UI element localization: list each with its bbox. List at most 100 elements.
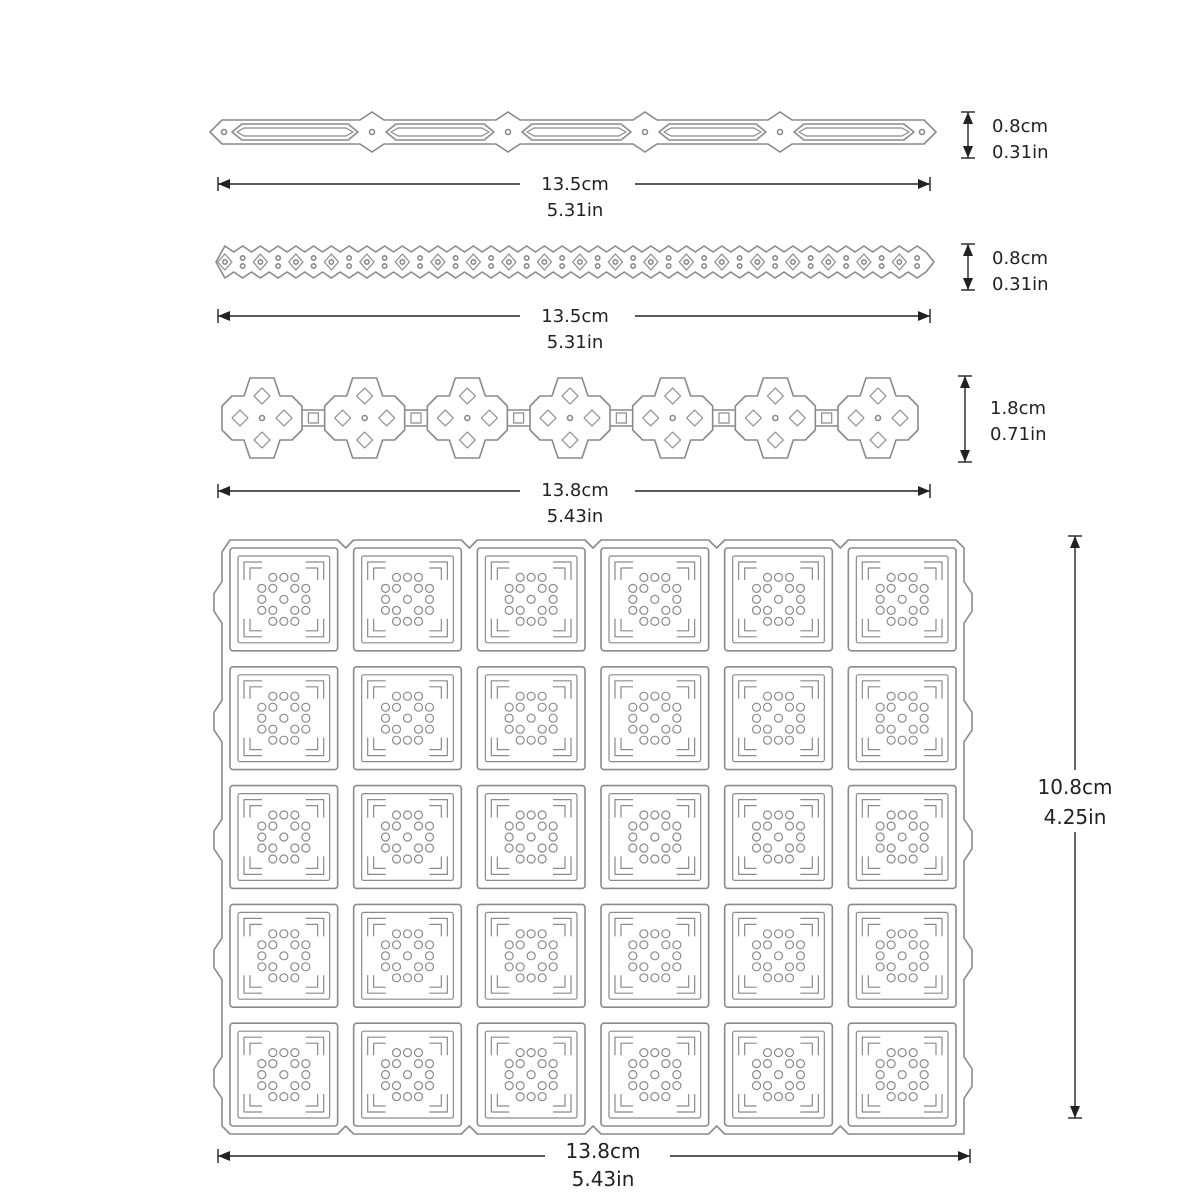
- tile-dot: [402, 973, 413, 983]
- tile-corner-bracket: [861, 975, 881, 994]
- strip2-dot: [346, 262, 353, 269]
- tile-dot: [897, 735, 907, 745]
- strip3-center: [772, 414, 779, 422]
- tile-dot: [661, 572, 671, 583]
- tile-dot: [257, 1080, 267, 1091]
- tile-dot: [886, 1080, 896, 1091]
- tile-frame: [229, 547, 339, 652]
- tile-dot: [391, 929, 402, 939]
- tile-dot: [661, 605, 671, 616]
- tile-inner-frame: [361, 1030, 454, 1119]
- strip3-petal: [539, 409, 557, 427]
- tile-corner-bracket-inner: [800, 923, 813, 937]
- tile-dot: [391, 854, 402, 864]
- tile-dot: [504, 724, 514, 734]
- tile-corner-bracket: [490, 799, 510, 818]
- tile-center-dot: [526, 951, 536, 961]
- tile-dot: [515, 821, 525, 831]
- tile-corner-bracket: [800, 561, 819, 580]
- tile-corner-bracket: [429, 856, 448, 875]
- tile-corner-bracket-inner: [553, 975, 566, 988]
- tile-dot: [628, 605, 638, 616]
- tile-corner-bracket: [429, 917, 448, 937]
- tile-corner-bracket: [553, 1036, 572, 1056]
- tile-inner-frame: [237, 674, 331, 763]
- tile-dot: [639, 702, 649, 712]
- tile-corner-bracket-inner: [620, 567, 633, 580]
- tile-dot: [548, 583, 558, 594]
- tile-dot: [504, 1069, 514, 1080]
- tile-center-dot: [279, 713, 289, 723]
- strip1-window: [231, 123, 359, 141]
- strip3-height-arrow-head: [960, 376, 970, 388]
- tile-dot: [795, 940, 806, 950]
- tile-corner-bracket: [738, 1094, 757, 1113]
- strip1-window-inner: [798, 127, 910, 137]
- tile-inner-frame: [855, 792, 949, 881]
- tile-inner-frame: [608, 792, 702, 881]
- tile-dot: [784, 1091, 795, 1102]
- tile-corner-bracket-inner: [620, 1042, 633, 1056]
- tile-corner-bracket: [614, 856, 633, 875]
- strip2-diamond: [252, 253, 269, 271]
- tile-dot: [762, 605, 773, 616]
- tile-dot: [413, 940, 424, 950]
- tile-corner-bracket: [800, 737, 819, 757]
- tile-corner-bracket: [429, 618, 448, 638]
- tile-dot: [301, 713, 311, 723]
- tile-corner-bracket-inner: [924, 686, 937, 699]
- tile-corner-bracket: [367, 1094, 386, 1113]
- strip2-diamond: [394, 253, 411, 271]
- tile-dot: [886, 724, 896, 734]
- tile-corner-bracket: [614, 917, 633, 937]
- tile-dot: [886, 616, 896, 627]
- tile-corner-bracket: [800, 799, 819, 818]
- tile-corner-bracket-inner: [373, 856, 386, 869]
- tile-dot: [537, 810, 547, 820]
- strip2-height-cm: 0.8cm: [992, 248, 1049, 269]
- panel-tile: [723, 784, 834, 890]
- panel-tile: [723, 547, 834, 652]
- tile-corner-bracket-inner: [553, 1094, 566, 1107]
- tile-dot: [268, 724, 278, 734]
- tile-dot: [908, 691, 918, 701]
- tile-inner-frame: [732, 792, 825, 881]
- tile-frame: [723, 903, 834, 1009]
- tile-corner-bracket-inner: [924, 737, 937, 751]
- tile-inner-frame: [237, 792, 331, 881]
- tile-dot: [661, 810, 671, 820]
- strip3-center: [258, 414, 266, 422]
- tile-dot: [380, 962, 391, 972]
- tile-dot: [897, 810, 907, 820]
- tile-dot: [773, 810, 784, 820]
- tile-center-dot: [897, 713, 907, 723]
- tile-dot: [886, 1091, 896, 1102]
- tile-dot: [886, 843, 896, 853]
- tile-dot: [672, 594, 682, 605]
- tile-dot: [672, 821, 682, 831]
- tile-dot: [875, 583, 885, 594]
- tile-corner-bracket: [490, 975, 510, 994]
- tile-dot: [908, 940, 918, 950]
- tile-corner-bracket: [924, 561, 943, 580]
- tile-frame: [352, 903, 463, 1009]
- tile-corner-bracket: [924, 737, 943, 757]
- tile-dot: [875, 962, 885, 972]
- tile-frame: [352, 1022, 463, 1127]
- tile-corner-bracket-inner: [496, 975, 510, 988]
- tile-dot: [515, 973, 525, 983]
- tile-dot: [279, 810, 289, 820]
- tile-dot: [628, 940, 638, 950]
- tile-dot: [908, 810, 918, 820]
- strip3-link-square: [821, 412, 833, 424]
- tile-dot: [537, 854, 547, 864]
- strip2-dot: [275, 255, 282, 262]
- tile-corner-bracket-inner: [249, 1042, 262, 1056]
- tile-dot: [402, 735, 413, 745]
- tile-dot: [257, 940, 267, 950]
- tile-dot: [672, 940, 682, 950]
- panel-tile: [600, 903, 710, 1009]
- tile-corner-bracket-inner: [429, 618, 442, 632]
- tile-dot: [639, 1047, 649, 1058]
- tile-corner-bracket: [861, 618, 881, 638]
